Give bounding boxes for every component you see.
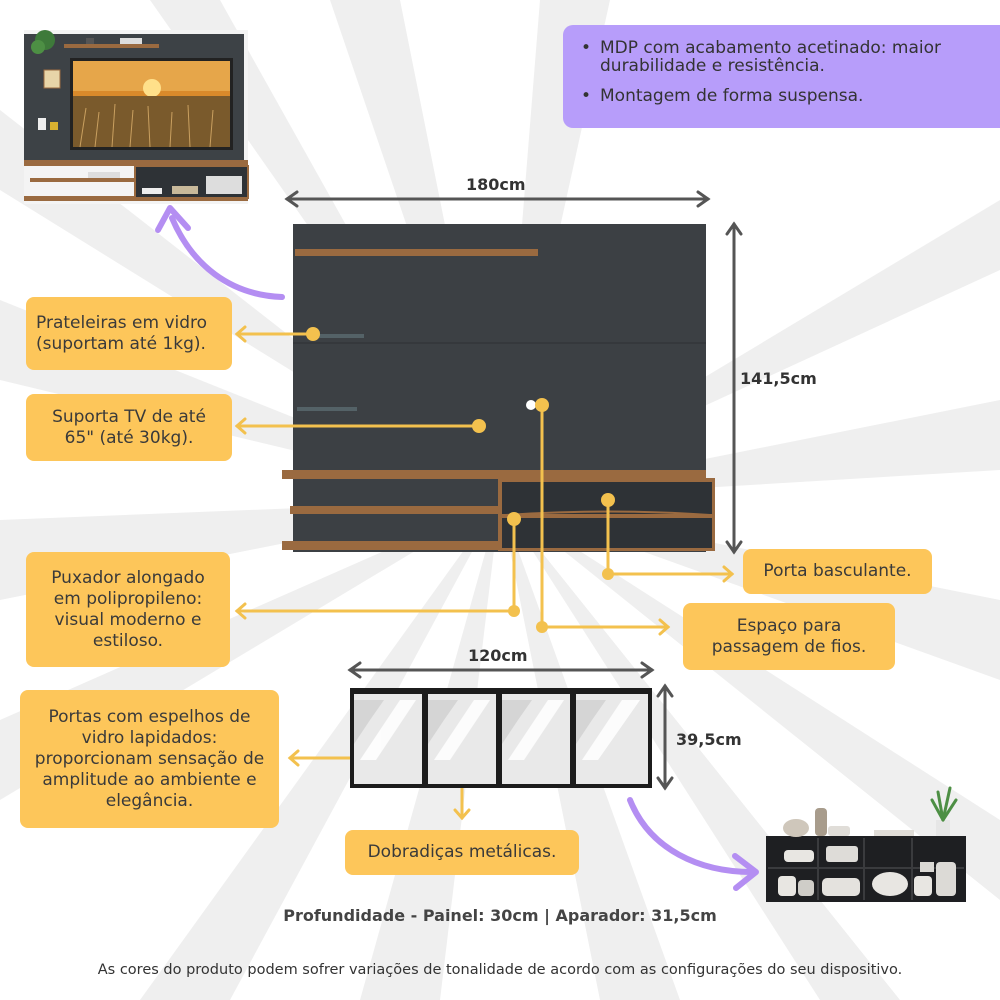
open-sideboard-photo (766, 786, 966, 902)
panel-height-label: 141,5cm (740, 369, 817, 388)
features-list: MDP com acabamento acetinado: maior dura… (577, 39, 990, 105)
sideboard-width-label: 120cm (468, 646, 528, 665)
feature-item: MDP com acabamento acetinado: maior dura… (577, 39, 990, 75)
callout-mirror-doors: Portas com espelhos de vidro lapidados: … (20, 690, 279, 828)
panel-width-label: 180cm (466, 175, 526, 194)
feature-item: Montagem de forma suspensa. (577, 87, 990, 105)
features-box: MDP com acabamento acetinado: maior dura… (563, 25, 1000, 128)
callout-flap-door: Porta basculante. (743, 549, 932, 594)
purple-arrow-up (155, 205, 285, 300)
room-photo-thumbnail (24, 30, 249, 204)
mirror-sideboard (350, 688, 652, 788)
callout-cable-space: Espaço para passagem de fios. (683, 603, 895, 670)
sideboard-height-arrow (656, 683, 674, 791)
height-dimension-arrow (725, 221, 743, 555)
callout-handle: Puxador alongado em polipropileno: visua… (26, 552, 230, 667)
purple-arrow-down (627, 797, 759, 891)
sideboard-width-arrow (347, 661, 655, 679)
width-dimension-arrow (284, 190, 711, 208)
callout-hinges: Dobradiças metálicas. (345, 830, 579, 875)
callout-glass-shelves: Prateleiras em vidro (suportam até 1kg). (26, 297, 232, 370)
sideboard-height-label: 39,5cm (676, 730, 742, 749)
callout-tv-support: Suporta TV de até 65" (até 30kg). (26, 394, 232, 461)
color-disclaimer: As cores do produto podem sofrer variaçõ… (97, 962, 903, 978)
tv-panel (282, 224, 715, 552)
depth-info: Profundidade - Painel: 30cm | Aparador: … (283, 906, 717, 925)
